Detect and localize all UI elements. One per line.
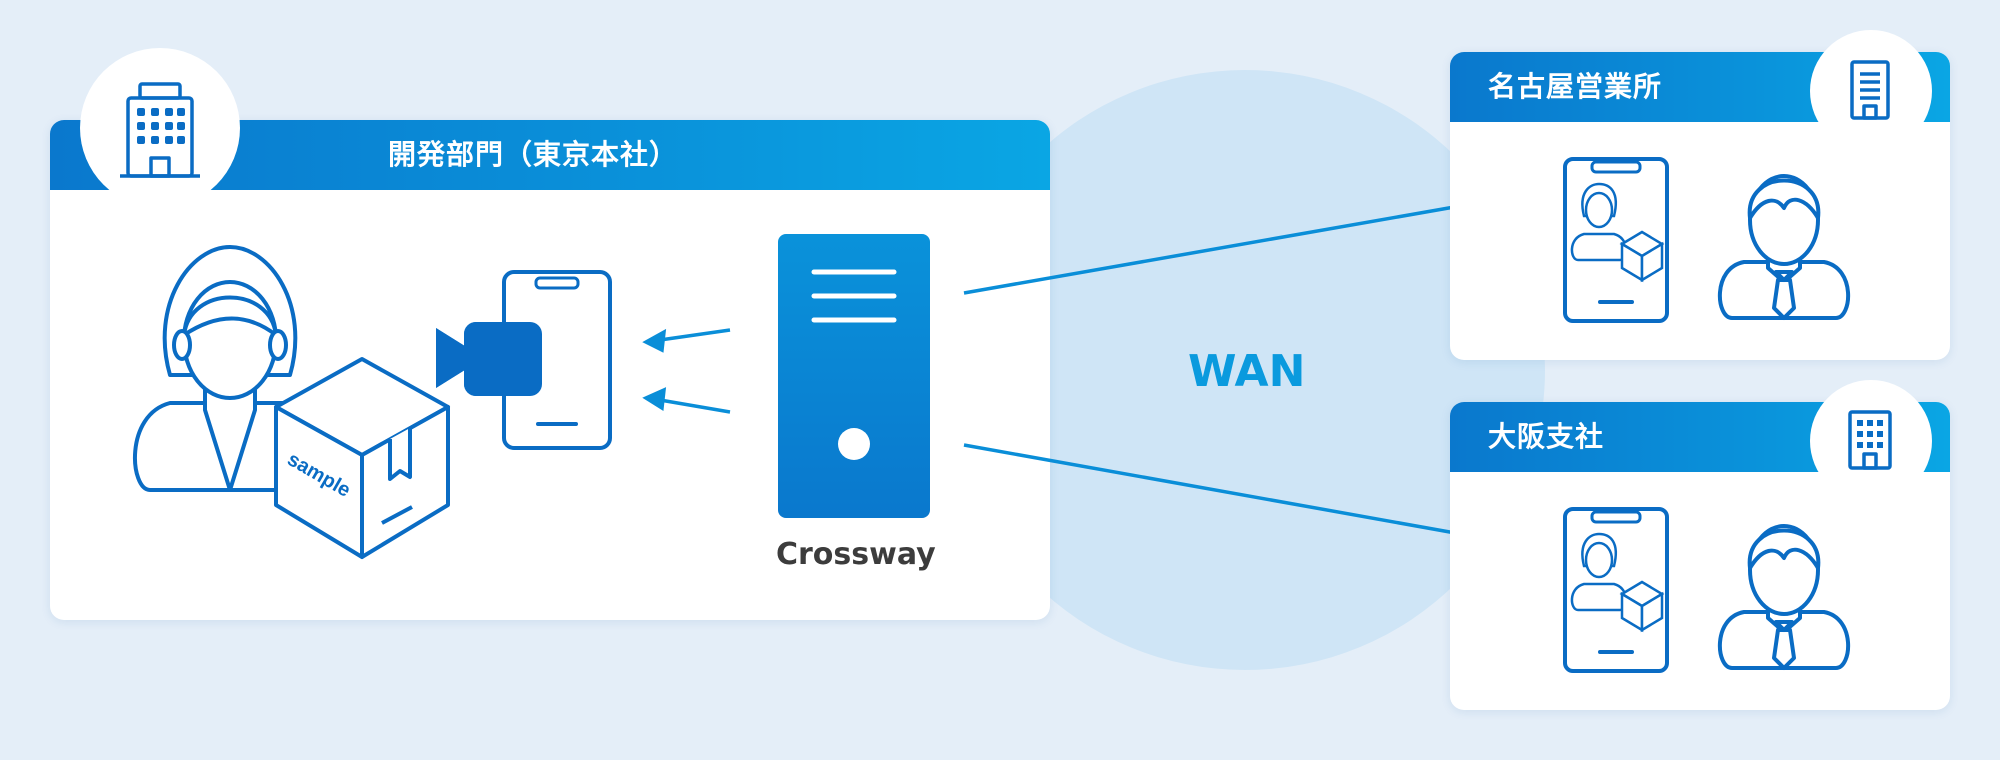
smartphone-icon — [1563, 157, 1669, 323]
wan-label: WAN — [1188, 346, 1306, 397]
box-icon: sample — [274, 357, 450, 559]
smartphone-icon — [1563, 507, 1669, 673]
server-label: Crossway — [776, 537, 936, 572]
server-icon — [778, 234, 930, 518]
arrow-icon — [642, 328, 731, 414]
osaka-title: 大阪支社 — [1488, 420, 1605, 453]
hq-title: 開発部門（東京本社） — [388, 138, 679, 171]
wan-arrows — [963, 186, 1520, 554]
office-building-icon — [1850, 60, 1890, 120]
video-camera-overlay — [436, 322, 542, 396]
man-person-icon — [1718, 524, 1850, 670]
office-building-icon — [1848, 410, 1892, 470]
hq-building-badge — [80, 48, 240, 208]
osaka-building-badge — [1810, 380, 1932, 502]
man-person-icon — [1718, 174, 1850, 320]
nagoya-title: 名古屋営業所 — [1488, 70, 1663, 103]
office-building-icon — [120, 82, 200, 178]
